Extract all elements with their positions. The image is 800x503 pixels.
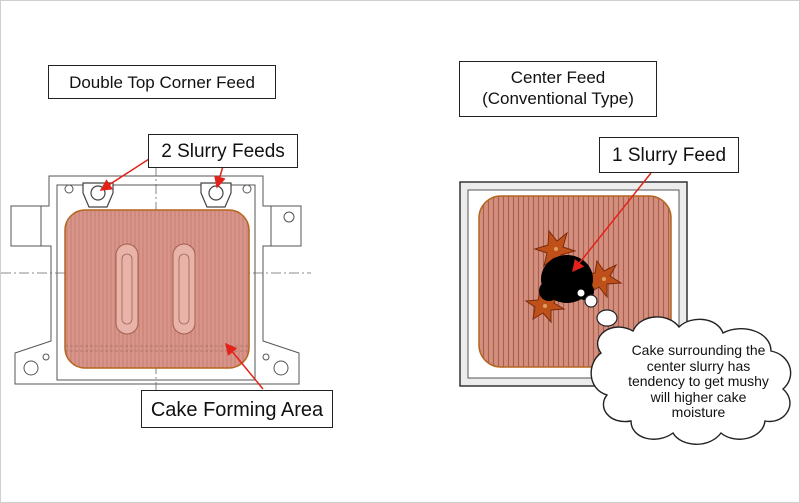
title-text: Double Top Corner Feed — [69, 73, 255, 92]
arrow-center-feed — [572, 172, 652, 273]
one-slurry-feed-label: 1 Slurry Feed — [599, 137, 739, 173]
callout-line: center slurry has — [646, 357, 751, 374]
arrow-feed-left — [99, 158, 150, 191]
label-text: Cake Forming Area — [150, 399, 324, 421]
arrow-feed-right — [214, 165, 226, 189]
two-slurry-feeds-label: 2 Slurry Feeds — [148, 134, 298, 168]
label-text: 1 Slurry Feed — [611, 145, 727, 166]
cake-forming-area-label: Cake Forming Area — [141, 390, 333, 428]
callout-line: tendency to get mushy — [628, 373, 769, 389]
callout-text: Cake surrounding the center slurry has t… — [601, 342, 796, 421]
title-line-1: Center Feed — [510, 68, 606, 87]
callout-line: moisture — [671, 404, 726, 420]
title-line-2: (Conventional Type) — [482, 89, 634, 109]
double-top-corner-feed-title: Double Top Corner Feed — [48, 65, 276, 99]
callout-line: will higher cake — [650, 388, 747, 405]
arrow-cake-area — [225, 342, 264, 390]
callout-line: Cake surrounding the — [631, 342, 766, 358]
center-feed-title: Center Feed (Conventional Type) — [459, 61, 657, 117]
label-text: 2 Slurry Feeds — [161, 141, 285, 162]
